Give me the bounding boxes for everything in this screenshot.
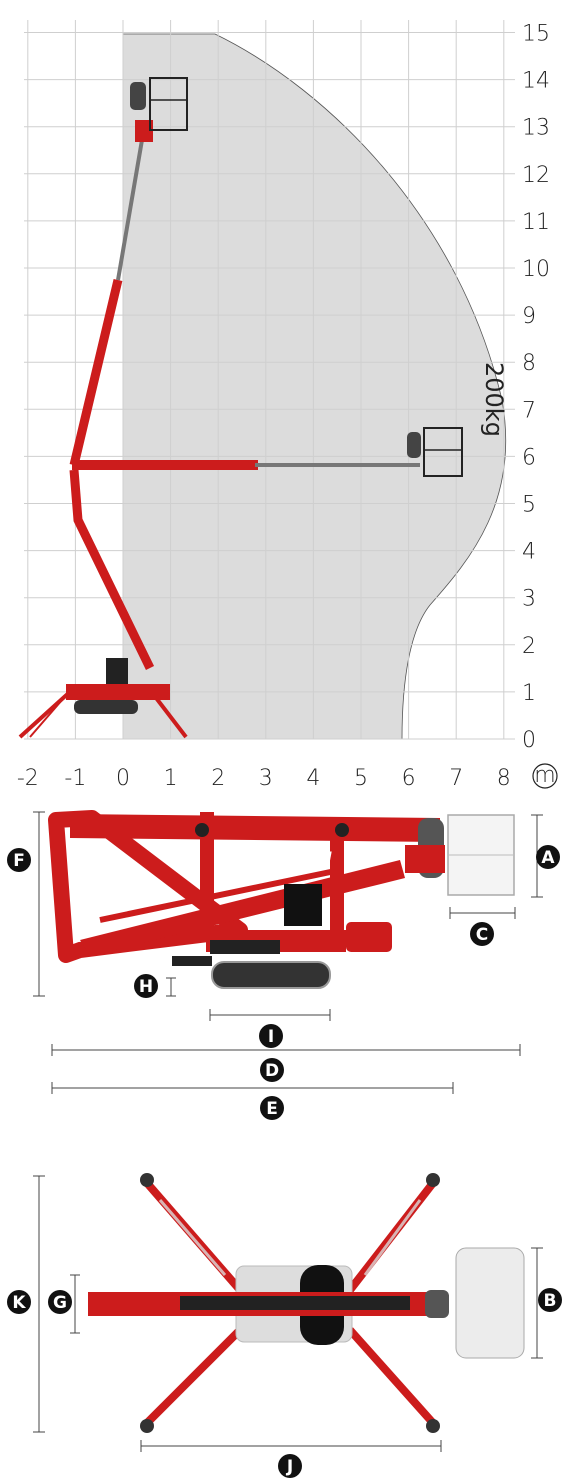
machine-reach-illustration [18,77,463,739]
y-tick-label: 11 [522,210,550,235]
marker-letter: J [286,1457,293,1477]
side-dimension-lines [33,811,543,1094]
y-tick-label: 4 [522,540,536,565]
marker-circle [259,1024,283,1048]
capacity-label: 200kg [480,362,508,437]
marker-letter: D [265,1061,279,1081]
brand-logo: TEUPEN [270,850,332,866]
marker-letter: E [266,1099,278,1119]
top-dimension-lines [33,1175,543,1452]
machine-side-view: TEUPEN www.teupen.com [48,810,515,989]
y-tick-label: 15 [522,22,550,47]
y-tick-label: 13 [522,116,550,141]
dimension-marker-c: C [470,922,494,946]
marker-circle [538,1288,562,1312]
marker-circle [260,1096,284,1120]
dimension-marker-e: E [260,1096,284,1120]
y-tick-label: 1 [522,681,536,706]
marker-letter: G [53,1293,67,1313]
dimension-marker-k: K [7,1290,31,1314]
dimension-marker-j: J [278,1454,302,1478]
marker-letter: C [476,925,488,945]
machine-top-view [88,1173,525,1433]
marker-letter: H [139,977,153,997]
marker-letter: A [541,848,555,868]
x-tick-label: 2 [211,766,225,791]
x-tick-label: 4 [306,766,320,791]
brand-url: www.teupen.com [238,861,290,868]
marker-letter: K [12,1293,26,1313]
x-axis-ticks: -2 -1 0 1 2 3 4 5 6 7 8 [17,766,511,791]
y-tick-label: 12 [522,163,550,188]
dimension-marker-h: H [134,974,158,998]
dimension-marker-d: D [260,1058,284,1082]
dimension-marker-f: F [7,848,31,872]
marker-circle [470,922,494,946]
dimension-marker-b: B [538,1288,562,1312]
y-tick-label: 14 [522,69,550,94]
y-tick-label: 8 [522,351,536,376]
x-tick-label: 6 [402,766,416,791]
x-tick-label: -1 [64,766,86,791]
marker-circle [278,1454,302,1478]
x-tick-label: 3 [259,766,273,791]
dimension-marker-g: G [48,1290,72,1314]
marker-circle [260,1058,284,1082]
y-tick-label: 9 [522,304,536,329]
y-tick-label: 10 [522,257,550,282]
x-tick-label: 1 [164,766,178,791]
dimension-marker-a: A [536,845,560,869]
y-tick-label: 3 [522,587,536,612]
y-tick-label: 6 [522,445,536,470]
x-tick-label: -2 [17,766,39,791]
marker-circle [7,1290,31,1314]
marker-letter: B [544,1291,557,1311]
y-tick-label: 0 [522,728,536,753]
marker-circle [536,845,560,869]
y-tick-label: 7 [522,398,536,423]
unit-text: m [534,763,555,788]
x-tick-label: 0 [116,766,130,791]
y-tick-label: 2 [522,634,536,659]
marker-circle [134,974,158,998]
y-tick-label: 5 [522,493,536,518]
x-tick-label: 5 [354,766,368,791]
marker-letter: I [268,1027,274,1047]
dimension-marker-i: I [259,1024,283,1048]
x-tick-label: 8 [497,766,511,791]
x-tick-label: 7 [449,766,463,791]
unit-label: m [532,763,558,789]
marker-circle [7,848,31,872]
marker-circle [48,1290,72,1314]
marker-letter: F [13,851,25,871]
